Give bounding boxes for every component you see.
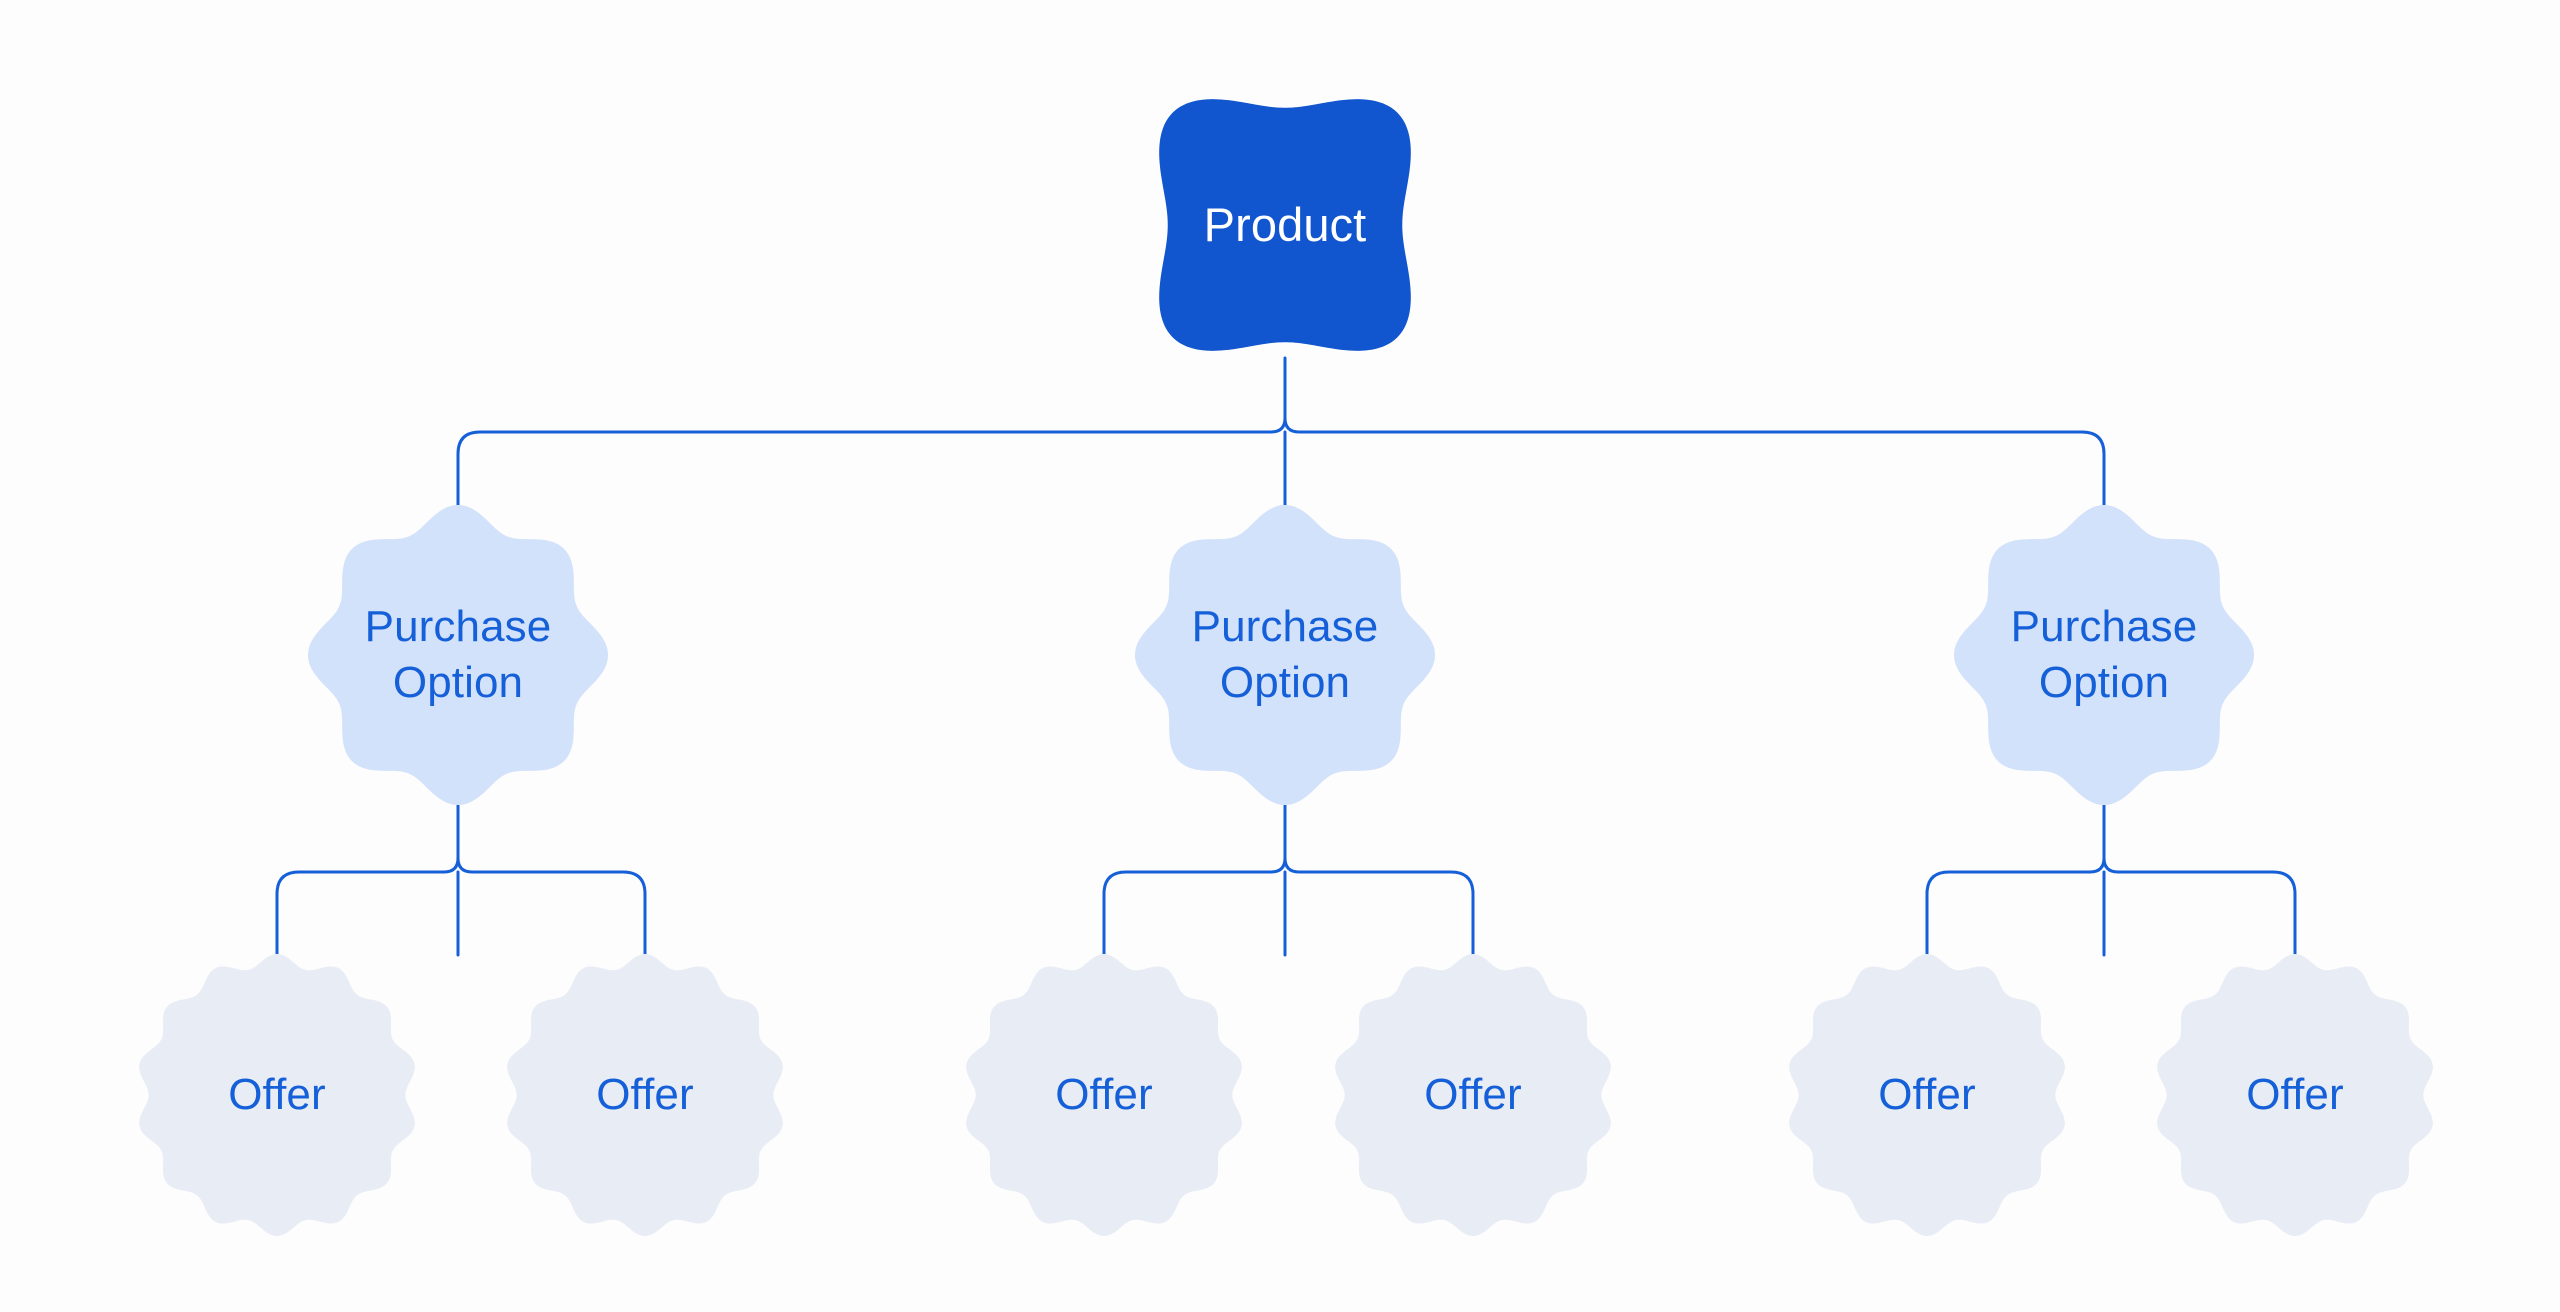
node-shape-product[interactable]	[1159, 99, 1411, 351]
connector-bus-top	[456, 356, 2106, 514]
node-shape-option-2[interactable]	[1135, 505, 1435, 805]
connector-bus-group-3	[1925, 798, 2297, 957]
node-shape-offer-2[interactable]	[507, 954, 783, 1236]
connector-bus-group-2	[1102, 798, 1475, 957]
node-layer	[139, 99, 2433, 1236]
node-shape-offer-1[interactable]	[139, 954, 415, 1236]
node-shape-offer-3[interactable]	[966, 954, 1242, 1236]
node-shape-offer-5[interactable]	[1789, 954, 2065, 1236]
connector-bus-group-1	[275, 798, 647, 957]
node-shape-offer-4[interactable]	[1335, 954, 1611, 1236]
node-shape-option-1[interactable]	[308, 505, 608, 805]
node-shape-offer-6[interactable]	[2157, 954, 2433, 1236]
node-shape-option-3[interactable]	[1954, 505, 2254, 805]
connector-layer	[275, 356, 2297, 957]
